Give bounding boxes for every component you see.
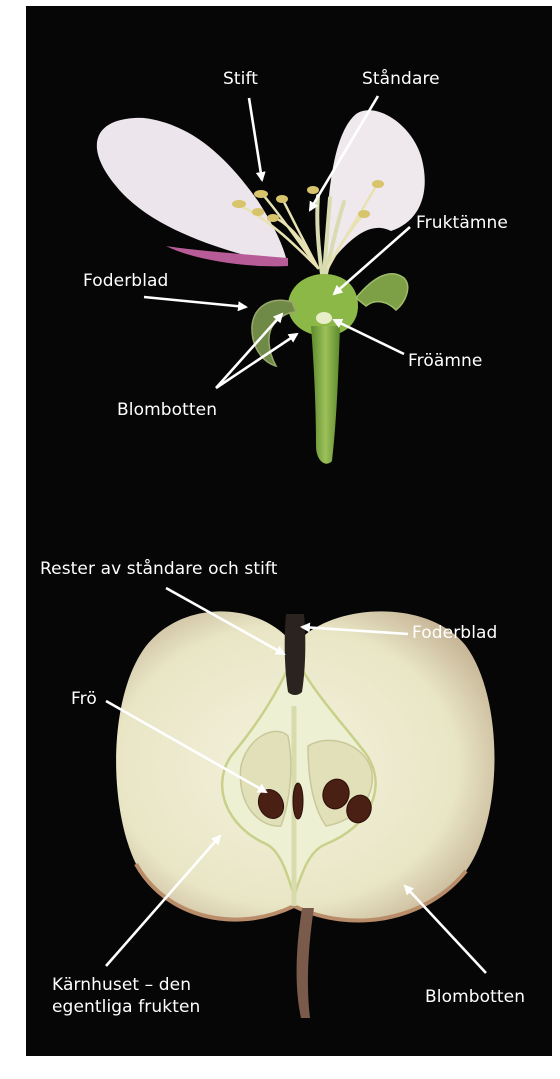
label-blombotten-flower: Blombotten [117,400,217,421]
arrow-stift [249,98,262,180]
label-fro: Frö [71,689,97,710]
label-karnhuset-line1: Kärnhuset – den [52,975,191,996]
apple-cross-section [116,611,494,1018]
label-froamne: Fröämne [408,351,482,372]
label-blombotten-apple: Blombotten [425,987,525,1008]
left-sepal [252,300,296,366]
label-karnhuset-line2: egentliga frukten [52,997,200,1018]
label-rester: Rester av ståndare och stift [40,559,278,580]
ovule [316,312,332,324]
apple-stalk [297,908,314,1018]
label-fruktamne: Fruktämne [416,213,508,234]
illustration [26,6,552,1056]
label-foderblad-flower: Foderblad [83,271,168,292]
arrow-froamne [334,320,404,354]
label-standare: Ståndare [362,69,440,90]
arrow-blombotten-apple [405,886,486,973]
arrow-foderblad [144,297,246,307]
label-stift: Stift [223,69,258,90]
apple-flower-diagram: Stift Ståndare Fruktämne Foderblad Fröäm… [26,6,552,1056]
flower-stem [311,326,340,464]
right-sepal [356,274,408,310]
label-foderblad-apple: Foderblad [412,623,497,644]
